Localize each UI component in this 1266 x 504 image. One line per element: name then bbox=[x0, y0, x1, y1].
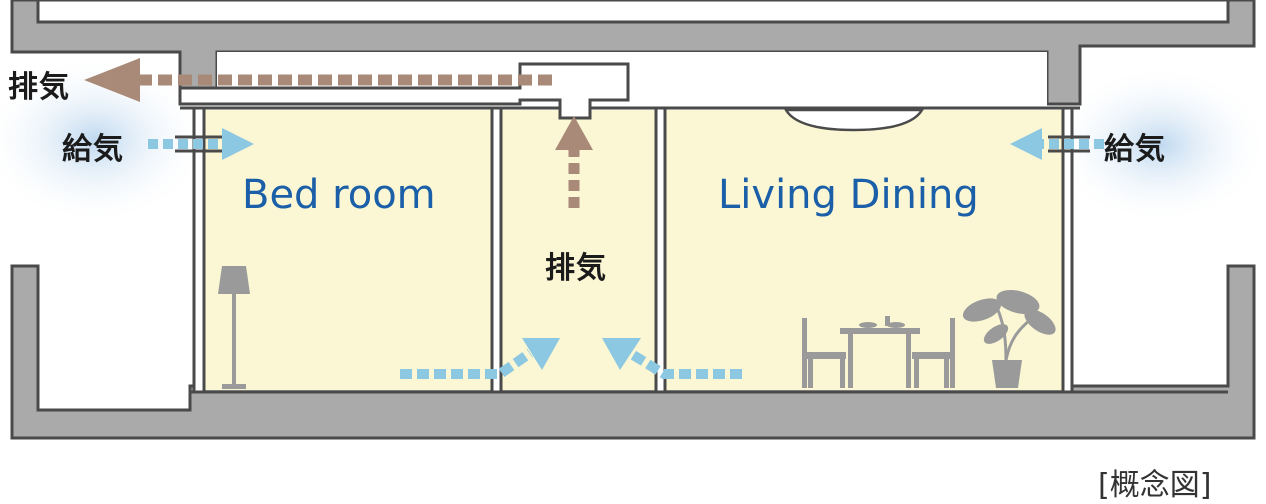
supply-label-left: 給気 bbox=[62, 132, 124, 167]
ceiling-light-icon bbox=[783, 108, 925, 132]
exhaust-label-outside: 排気 bbox=[8, 70, 70, 105]
exhaust-label-corridor: 排気 bbox=[545, 251, 607, 286]
living-area bbox=[666, 110, 1062, 390]
supply-vent-right bbox=[1048, 135, 1090, 153]
exhaust-arrow-corridor bbox=[555, 116, 593, 208]
living-dining-label: Living Dining bbox=[718, 172, 979, 218]
potted-plant-icon bbox=[962, 289, 1056, 388]
airflow-arrow-living-to-corridor bbox=[602, 338, 742, 379]
supply-arrow-right bbox=[1010, 128, 1104, 160]
dining-chair-icon-2 bbox=[912, 318, 955, 388]
dining-table-icon bbox=[840, 316, 920, 388]
lower-structure bbox=[10, 264, 1256, 440]
dining-chair-icon bbox=[802, 318, 846, 388]
floor-lamp-icon bbox=[218, 266, 250, 389]
outside-air-glow-right bbox=[1050, 65, 1266, 225]
supply-vent-left bbox=[175, 135, 222, 153]
upper-floor-interior bbox=[36, 0, 1230, 24]
exhaust-arrow-duct bbox=[84, 58, 552, 102]
supply-label-right: 給気 bbox=[1104, 132, 1166, 167]
supply-arrow-left bbox=[148, 128, 254, 160]
bedroom-label: Bed room bbox=[242, 172, 436, 218]
airflow-arrow-bedroom-to-corridor bbox=[400, 338, 560, 379]
exhaust-duct bbox=[178, 62, 630, 120]
outside-air-glow-left bbox=[0, 55, 210, 225]
bedroom-area bbox=[205, 110, 492, 390]
walls bbox=[192, 106, 1074, 394]
concept-diagram-note: [概念図] bbox=[1098, 468, 1212, 503]
